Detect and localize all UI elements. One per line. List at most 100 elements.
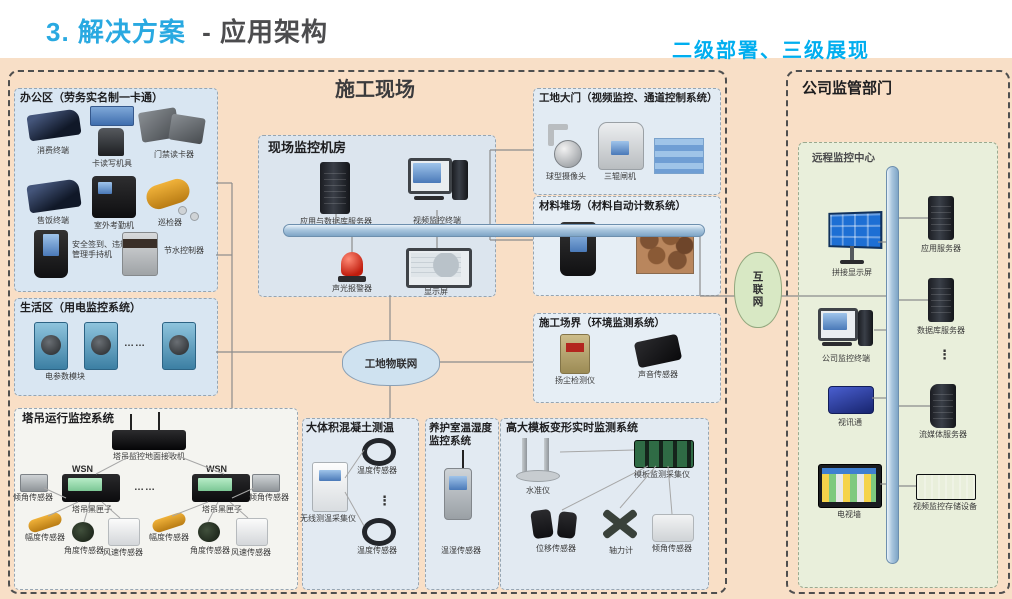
internet-cloud-label: 互联网 — [751, 271, 764, 309]
angle-sensor-right-label: 角度传感器 — [190, 546, 230, 555]
remote-center-title: 远程监控中心 — [812, 152, 875, 164]
tilt-sensor-right-icon — [252, 474, 280, 492]
power-module-label: 电参数模块 — [45, 372, 85, 381]
handheld-label: 安全签到、违规管理手持机 — [72, 240, 128, 260]
power-module-icon — [34, 322, 68, 370]
displacement-sensor-icon-2 — [556, 511, 578, 539]
curing-title: 养护室温湿度监控系统 — [429, 422, 492, 448]
door-reader-label: 门禁读卡器 — [154, 150, 194, 159]
formwork-collector-icon — [634, 440, 694, 468]
patrol-dot — [178, 206, 187, 215]
display-wall-label: 拼接显示屏 — [832, 268, 872, 277]
gate-screenshot — [654, 138, 704, 174]
temp-collector-label: 无线测温采集仪 — [300, 514, 356, 523]
temp-sensor-top-label: 温度传感器 — [357, 466, 397, 475]
curing-sensor-label: 温湿传感器 — [441, 546, 481, 555]
tilt-sensor-left-icon — [20, 474, 48, 492]
blackbox-left-icon — [62, 474, 120, 502]
iot-cloud-label: 工地物联网 — [364, 357, 418, 370]
amp-sensor-right-label: 幅度传感器 — [149, 533, 189, 542]
displacement-sensor-icon — [530, 508, 554, 540]
displacement-sensor-label: 位移传感器 — [536, 544, 576, 553]
handheld-screen — [43, 234, 59, 256]
sound-sensor-label: 声音传感器 — [638, 370, 678, 379]
deploy-note: 二级部署、三级展现 — [672, 40, 870, 62]
receiver-antenna-2 — [158, 412, 160, 430]
card-reader-icon — [98, 128, 124, 156]
display-screen-label: 显示屏 — [424, 287, 448, 296]
gate-title: 工地大门（视频监控、通道控制系统） — [539, 92, 718, 104]
company-vdots: ⋮ — [938, 347, 951, 362]
turnstile-label: 三辊闸机 — [604, 172, 636, 181]
alarm-label: 声光报警器 — [332, 284, 372, 293]
alarm-icon — [341, 252, 363, 276]
curing-sensor-icon — [444, 468, 472, 520]
display-screen-icon — [406, 248, 472, 288]
patrol-label: 巡检器 — [158, 218, 182, 227]
power-module-icon-3 — [162, 322, 196, 370]
axial-force-meter-label: 轴力计 — [609, 546, 633, 555]
concrete-vdots: ⋮ — [378, 493, 391, 508]
door-reader-icon-2 — [168, 113, 206, 145]
living-title: 生活区（用电监控系统） — [20, 302, 141, 314]
site-title: 施工现场 — [335, 79, 415, 101]
storage-device-icon — [916, 474, 976, 500]
tv-wall-icon — [818, 464, 882, 508]
wind-sensor-right-label: 风速传感器 — [231, 548, 271, 557]
tilt-sensor-left-label: 倾角传感器 — [13, 493, 53, 502]
tv-wall-label: 电视墙 — [837, 510, 861, 519]
dust-detector-label: 扬尘检测仪 — [555, 376, 595, 385]
angle-sensor-left-label: 角度传感器 — [64, 546, 104, 555]
amp-sensor-left-label: 幅度传感器 — [25, 533, 65, 542]
dome-camera-label: 球型摄像头 — [546, 172, 586, 181]
app-db-server-icon — [320, 162, 350, 214]
dust-detector-icon — [560, 334, 590, 374]
angle-sensor-right-icon — [198, 522, 220, 542]
id-card-icon — [90, 106, 134, 126]
angle-sensor-left-icon — [72, 522, 94, 542]
wsn-right-label: WSN — [206, 464, 227, 474]
formwork-tilt-sensor-label: 倾角传感器 — [652, 544, 692, 553]
stb-label: 视讯通 — [838, 418, 862, 427]
attendance-screen — [98, 182, 112, 194]
company-title: 公司监管部门 — [802, 80, 893, 97]
alarm-base — [338, 276, 366, 282]
temp-sensor-bottom-label: 温度传感器 — [357, 546, 397, 555]
turnstile-icon — [598, 122, 644, 170]
wsn-left-label: WSN — [72, 464, 93, 474]
patrol-dot-2 — [190, 212, 199, 221]
blackbox-right-icon — [192, 474, 250, 502]
wind-sensor-right-icon — [236, 518, 268, 546]
material-title: 材料堆场（材料自动计数系统） — [539, 200, 686, 212]
water-controller-icon — [122, 232, 158, 276]
internet-cloud: 互联网 — [734, 252, 782, 328]
db-server-label: 数据库服务器 — [917, 326, 965, 335]
crane-ellipsis: …… — [134, 482, 156, 493]
stb-icon — [828, 386, 874, 414]
level-instrument-label: 水准仪 — [526, 486, 550, 495]
water-controller-label: 节水控制器 — [164, 246, 204, 255]
curing-antenna — [462, 450, 464, 470]
company-terminal-label: 公司监控终端 — [822, 354, 870, 363]
company-bus-pipe — [886, 166, 899, 564]
office-title: 办公区（劳务实名制一卡通） — [20, 92, 163, 104]
iot-cloud: 工地物联网 — [342, 340, 440, 386]
blackbox-left-label: 塔吊黑匣子 — [72, 505, 112, 514]
wind-sensor-left-icon — [108, 518, 140, 546]
attendance-machine-icon — [92, 176, 136, 218]
receiver-antenna — [130, 414, 132, 430]
water-controller-band — [123, 239, 157, 248]
temp-collector-icon — [312, 462, 348, 512]
formwork-tilt-sensor-icon — [652, 514, 694, 542]
blackbox-right-label: 塔吊黑匣子 — [202, 505, 242, 514]
crane-receiver-label: 塔吊监控地面接收机 — [113, 452, 185, 461]
tilt-sensor-right-label: 倾角传感器 — [249, 493, 289, 502]
temp-sensor-bottom-icon — [362, 518, 396, 546]
meal-terminal-label: 售饭终端 — [37, 216, 69, 225]
crane-title: 塔吊运行监控系统 — [22, 413, 114, 425]
formwork-title: 高大模板变形实时监测系统 — [506, 422, 638, 434]
storage-device-label: 视频监控存储设备 — [913, 502, 977, 511]
power-module-icon-2 — [84, 322, 118, 370]
attendance-label: 室外考勤机 — [94, 221, 134, 230]
